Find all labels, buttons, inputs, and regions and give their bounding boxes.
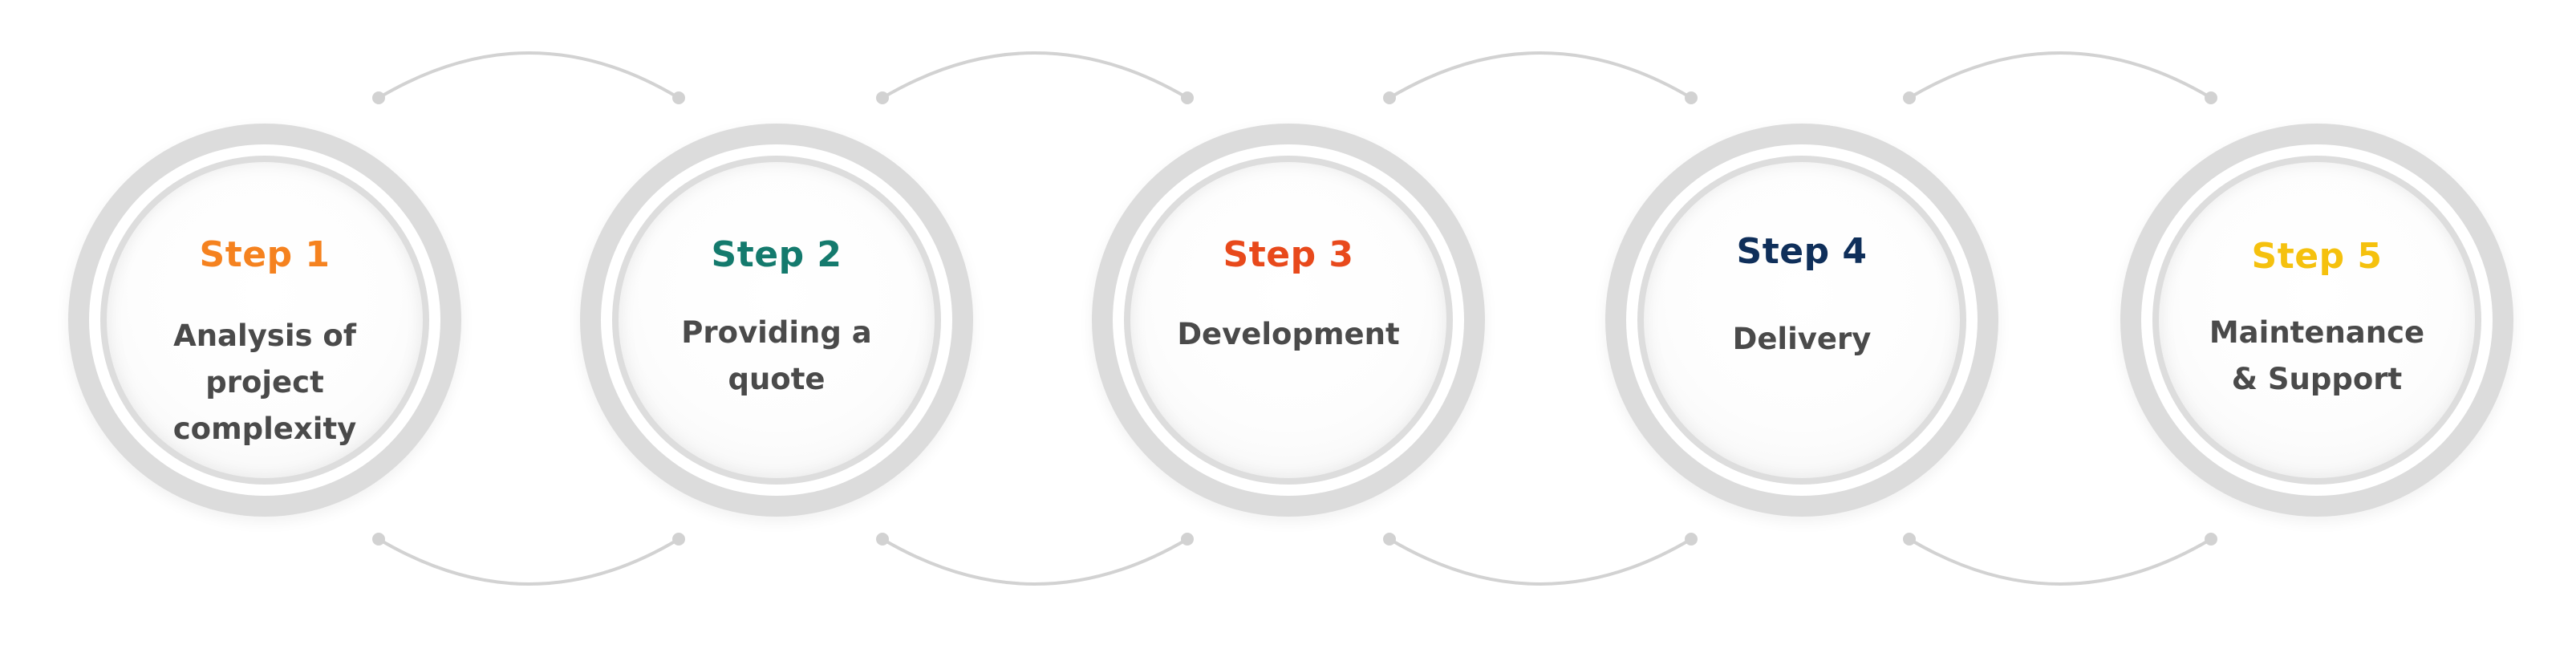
step-2-circle: Step 2 Providing a quote [580,124,973,517]
top-arc-4-5 [1908,51,2213,99]
bottom-arc-4-5-end-dot [2205,533,2217,546]
top-arc-2-3 [881,51,1189,99]
top-arc-3-4-end-dot [1685,91,1698,104]
top-arc-2-3-start-dot [876,91,889,104]
step-3-circle: Step 3 Development [1092,124,1485,517]
top-arc-2-3-end-dot [1181,91,1194,104]
bottom-arc-2-3-end-dot [1181,533,1194,546]
bottom-arc-4-5-start-dot [1903,533,1916,546]
bottom-arc-1-2-start-dot [372,533,385,546]
top-connectors [372,51,2217,104]
bottom-connectors [372,533,2217,586]
bottom-arc-3-4-start-dot [1383,533,1396,546]
step-4-disc [1644,162,1960,478]
bottom-arc-1-2-end-dot [672,533,685,546]
step-2-label: Step 2 [711,234,842,275]
top-arc-4-5-start-dot [1903,91,1916,104]
step-4-circle: Step 4 Delivery [1605,124,1998,517]
bottom-arc-3-4 [1388,538,1693,586]
step-3-label: Step 3 [1223,234,1354,275]
top-arc-3-4-start-dot [1383,91,1396,104]
bottom-arc-2-3-start-dot [876,533,889,546]
bottom-arc-2-3 [881,538,1189,586]
step-5-label: Step 5 [2251,236,2383,277]
step-2-description: Providing a quote [681,315,872,396]
step-3-description: Development [1177,317,1400,351]
step-5-disc [2159,162,2475,478]
step-5-circle: Step 5 Maintenance & Support [2120,124,2513,517]
step-1-description: Analysis of project complexity [172,318,357,446]
step-5-description: Maintenance & Support [2209,315,2425,396]
top-arc-1-2 [377,51,680,99]
bottom-arc-1-2 [377,538,680,586]
step-1-circle: Step 1 Analysis of project complexity [68,124,461,517]
step-2-disc [619,162,935,478]
step-3-disc [1130,162,1446,478]
step-1-disc [107,162,423,478]
step-4-description: Delivery [1732,322,1872,356]
top-arc-1-2-end-dot [672,91,685,104]
step-1-label: Step 1 [199,234,331,275]
top-arc-4-5-end-dot [2205,91,2217,104]
top-arc-1-2-start-dot [372,91,385,104]
step-4-label: Step 4 [1736,231,1868,272]
bottom-arc-3-4-end-dot [1685,533,1698,546]
top-arc-3-4 [1388,51,1693,99]
bottom-arc-4-5 [1908,538,2213,586]
